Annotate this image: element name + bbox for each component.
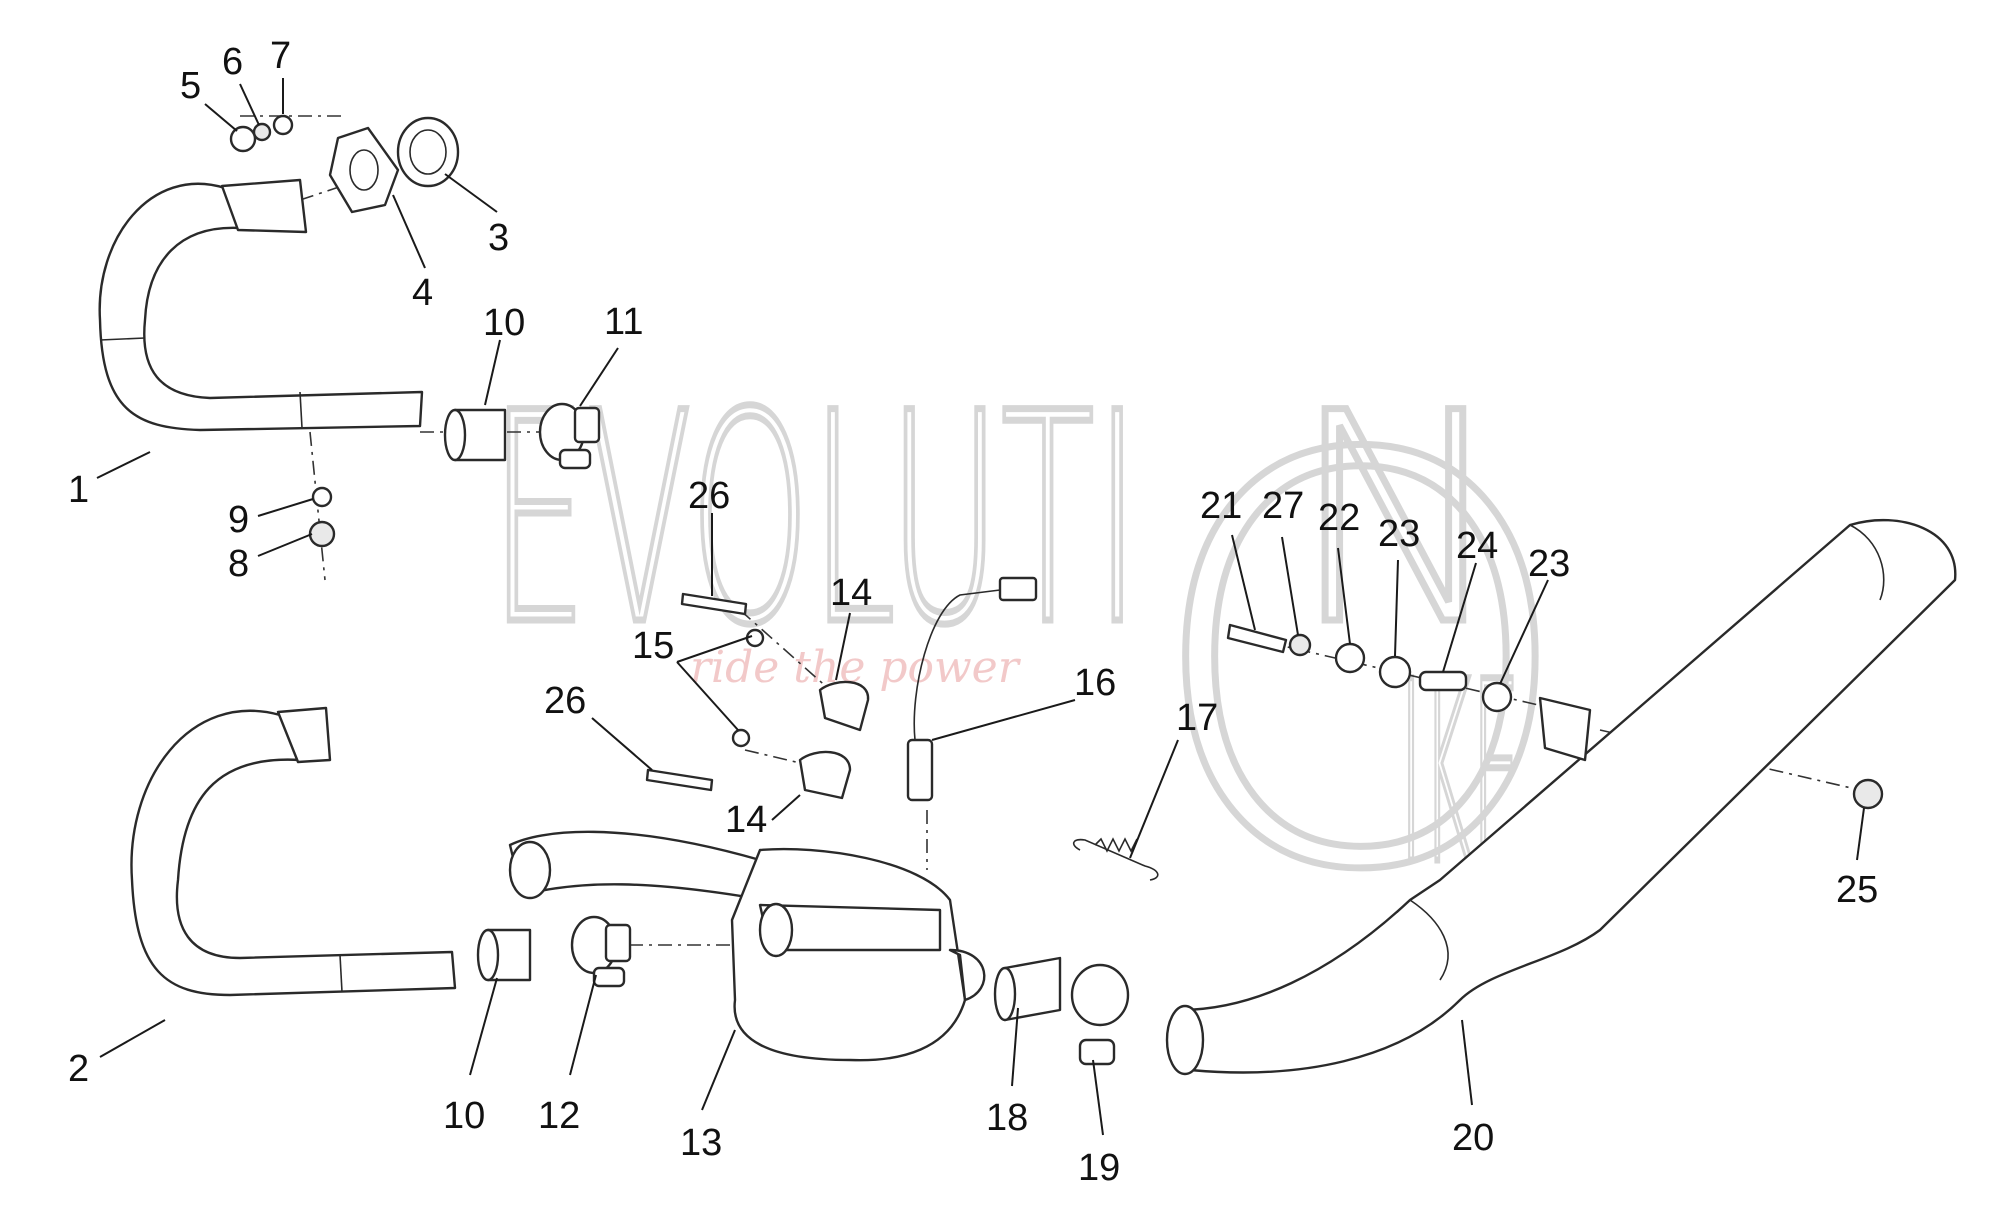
part-13-collector-box — [508, 830, 986, 1062]
part-26-bolts — [645, 592, 748, 792]
watermark-word-left: EVOLUTI — [490, 352, 1140, 689]
callout-3: 3 — [488, 217, 509, 259]
part-12-clamp-lower — [570, 915, 632, 988]
callout-14-lower: 14 — [725, 799, 767, 841]
callout-21: 21 — [1200, 485, 1242, 527]
callout-2: 2 — [68, 1048, 89, 1090]
part-10-sleeve-lower — [476, 928, 532, 982]
callout-26-lower: 26 — [544, 680, 586, 722]
callout-23-left: 23 — [1378, 513, 1420, 555]
callout-4: 4 — [412, 272, 433, 314]
callout-labels: 1 2 3 4 5 6 7 8 9 10 10 11 12 13 14 14 1… — [68, 35, 1878, 1189]
callout-15: 15 — [632, 625, 674, 667]
part-5-7-nut-washers — [229, 114, 294, 153]
part-10-sleeve-upper — [443, 408, 507, 462]
part-14-bracket-upper — [818, 680, 870, 732]
callout-12: 12 — [538, 1095, 580, 1137]
callout-26-upper: 26 — [688, 475, 730, 517]
callout-18: 18 — [986, 1097, 1028, 1139]
part-4-flange — [328, 126, 400, 214]
part-20-silencer — [1165, 518, 1957, 1076]
callout-25: 25 — [1836, 869, 1878, 911]
callout-5: 5 — [180, 65, 201, 107]
callout-7: 7 — [270, 35, 291, 77]
callout-11: 11 — [604, 301, 643, 343]
part-8-9-nut-washer — [308, 486, 336, 548]
part-14-bracket-lower — [798, 750, 852, 800]
callout-10-upper: 10 — [483, 302, 525, 344]
callout-19: 19 — [1078, 1147, 1120, 1189]
part-11-clamp-upper — [538, 402, 601, 470]
part-21-27-mount-hardware — [1226, 623, 1884, 810]
part-15-washers — [731, 628, 765, 748]
part-19-clamp — [1070, 963, 1130, 1066]
callout-23-right: 23 — [1528, 543, 1570, 585]
part-17-spring — [1072, 837, 1159, 881]
leader-lines — [96, 78, 1865, 1136]
callout-20: 20 — [1452, 1117, 1494, 1159]
callout-27: 27 — [1262, 485, 1304, 527]
callout-14-upper: 14 — [830, 572, 872, 614]
callout-16: 16 — [1074, 662, 1116, 704]
callout-8: 8 — [228, 543, 249, 585]
callout-6: 6 — [222, 41, 243, 83]
callout-13: 13 — [680, 1122, 722, 1164]
callout-22: 22 — [1318, 497, 1360, 539]
part-2-rear-header-pipe — [130, 706, 457, 997]
callout-24: 24 — [1456, 525, 1498, 567]
watermark-word-right-top: N — [1290, 352, 1507, 689]
callout-1: 1 — [68, 469, 89, 511]
callout-10-lower: 10 — [443, 1095, 485, 1137]
part-18-sleeve — [993, 956, 1062, 1022]
callout-9: 9 — [228, 499, 249, 541]
callout-17: 17 — [1176, 697, 1218, 739]
part-16-lambda-sensor — [906, 576, 1038, 802]
part-1-front-header-pipe — [98, 178, 424, 432]
part-3-gasket — [396, 116, 460, 188]
